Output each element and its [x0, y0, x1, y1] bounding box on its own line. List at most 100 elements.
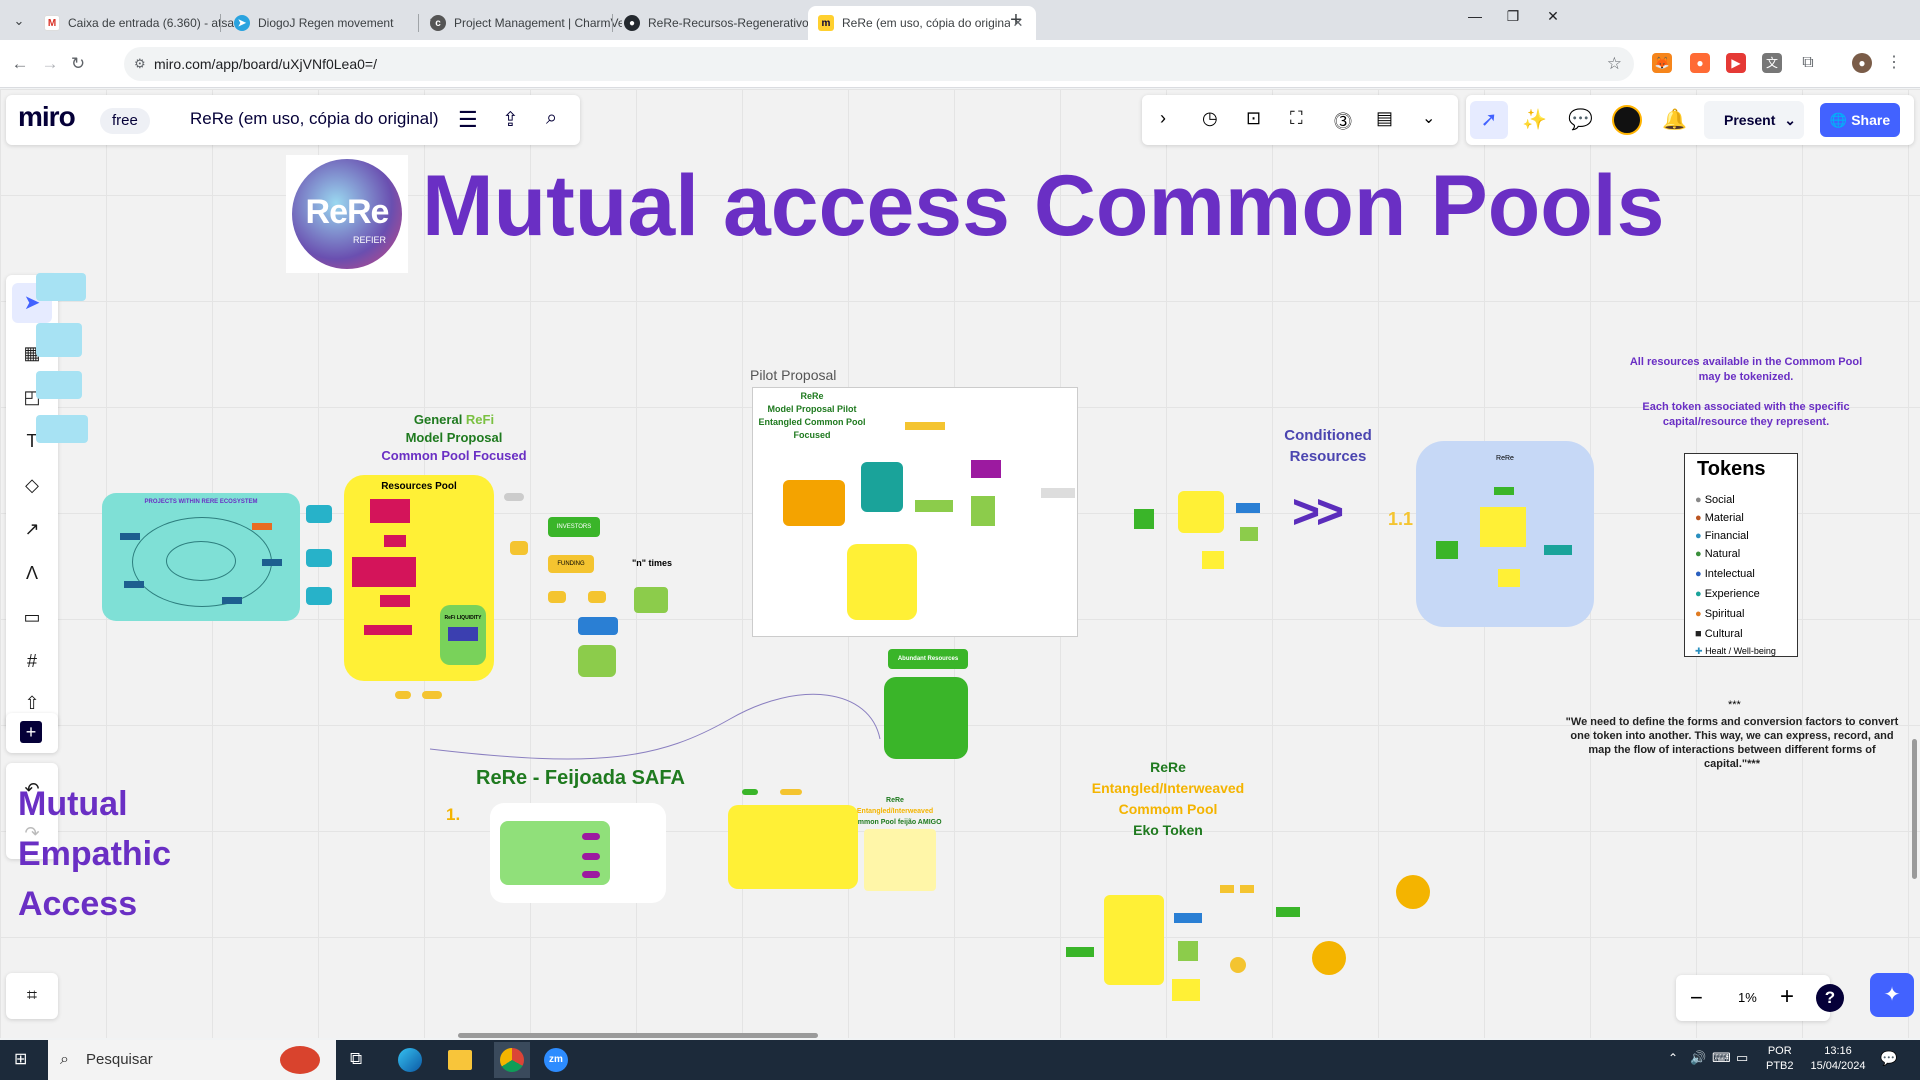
hamburger-menu-icon[interactable]: ☰ — [458, 107, 478, 132]
connector-node[interactable] — [588, 591, 606, 603]
eko-token-diagram[interactable] — [1062, 869, 1302, 1009]
arrows-label[interactable]: >> — [1292, 486, 1344, 539]
conditioned-resources-label[interactable]: Conditioned Resources — [1284, 427, 1372, 465]
forward-icon[interactable]: → — [41, 54, 59, 73]
connector-node[interactable] — [510, 541, 528, 555]
notification-center-icon[interactable]: 💬 — [1880, 1050, 1898, 1066]
n-times-label[interactable]: "n" times — [632, 558, 673, 568]
tab-github[interactable]: ● ReRe-Recursos-Regenerativos/C ✕ — [614, 6, 842, 40]
connector-line-icon[interactable]: ↗ — [24, 519, 40, 539]
tokens-list[interactable]: Tokens ● Social ● Material ● Financial ●… — [1684, 453, 1798, 657]
voting-icon[interactable]: ⊡ — [1246, 108, 1262, 128]
frame-icon[interactable]: # — [26, 651, 37, 671]
frames-panel-button[interactable]: ⌗ — [6, 973, 58, 1019]
help-icon[interactable]: ? — [1816, 984, 1844, 1012]
reactions-icon[interactable]: ✨ — [1522, 109, 1547, 131]
feijao-amigo-heading[interactable]: ReRe Entangled/Interweaved Common Pool f… — [848, 797, 942, 826]
connector-node[interactable] — [306, 505, 332, 523]
present-button[interactable]: Present ⌄ — [1704, 101, 1804, 139]
comment-icon[interactable]: ▭ — [23, 607, 41, 627]
restore-button[interactable]: ❐ — [1506, 8, 1520, 24]
zoom-app-icon[interactable]: zm — [544, 1048, 568, 1072]
rere-logo[interactable]: ReRe REFIER — [286, 155, 408, 273]
comments-icon[interactable]: 💬 — [1568, 109, 1593, 131]
redo-icon[interactable]: ↷ — [24, 823, 40, 843]
volume-icon[interactable]: 🔊 — [1690, 1050, 1707, 1065]
metamask-icon[interactable]: 🦊 — [1652, 53, 1672, 73]
recorder-icon[interactable]: ▶ — [1726, 53, 1746, 73]
step-1-1-label[interactable]: 1.1 — [1388, 509, 1414, 529]
connector-node[interactable] — [395, 691, 411, 699]
eko-token-circle[interactable] — [1396, 875, 1430, 909]
upload-icon[interactable]: ⇧ — [24, 693, 40, 713]
plan-badge[interactable]: free — [100, 108, 150, 134]
network-icon[interactable]: ▭ — [1736, 1050, 1749, 1065]
tab-miro[interactable]: m ReRe (em uso, cópia do original ✕ — [808, 6, 1036, 40]
resources-pool[interactable]: Resources Pool ReFi LIQUIDITY — [344, 475, 494, 681]
connector-node[interactable] — [634, 587, 668, 613]
connector-node[interactable] — [780, 789, 802, 795]
edge-sticky[interactable] — [36, 415, 88, 443]
minimize-button[interactable]: — — [1468, 8, 1482, 24]
text-tool-icon[interactable]: T — [26, 431, 38, 451]
connector-node[interactable] — [742, 789, 758, 795]
projects-within-rere-frame[interactable]: PROJECTS WITHIN RERE ECOSYSTEM — [102, 493, 300, 621]
site-settings-icon[interactable]: ⚙ — [134, 56, 146, 71]
shapes-icon[interactable]: ◇ — [25, 475, 39, 495]
miro-board-canvas[interactable]: miro free ReRe (em uso, cópia do origina… — [0, 89, 1920, 1038]
connector-node[interactable] — [548, 591, 566, 603]
general-refi-heading[interactable]: General ReFi Model Proposal Common Pool … — [381, 412, 527, 463]
share-button[interactable]: 🌐 Share — [1820, 103, 1900, 137]
oko-token-circle[interactable] — [1312, 941, 1346, 975]
undo-icon[interactable]: ↶ — [24, 779, 40, 799]
connector-node[interactable] — [578, 617, 618, 635]
mutual-empathic-access-title[interactable]: Mutual Empathic Access — [18, 785, 172, 923]
bookmark-star-icon[interactable]: ☆ — [1606, 54, 1622, 73]
abundant-resources-group[interactable] — [884, 677, 968, 759]
file-explorer-icon[interactable] — [448, 1050, 472, 1070]
back-icon[interactable]: ← — [11, 54, 29, 73]
language-indicator[interactable]: POR PTB2 — [1766, 1045, 1794, 1072]
pilot-proposal-frame[interactable]: ReRe Model Proposal Pilot Entangled Comm… — [752, 387, 1078, 637]
feijao-amigo-pool[interactable] — [728, 805, 858, 889]
investors-node[interactable]: INVESTORS — [548, 517, 600, 537]
abundant-resources-node[interactable]: Abundant Resources — [888, 649, 968, 669]
new-tab-button[interactable]: + — [1010, 9, 1022, 31]
edge-sticky[interactable] — [36, 273, 86, 301]
cursor-toggle-icon[interactable]: ➚ — [1470, 101, 1508, 139]
counter-icon[interactable]: ⓷ — [1334, 112, 1352, 132]
export-icon[interactable]: ⇪ — [502, 109, 519, 131]
task-view-icon[interactable]: ⧉ — [350, 1049, 363, 1068]
edge-sticky[interactable] — [36, 323, 82, 357]
search-icon[interactable]: ⌕ — [546, 107, 558, 129]
taskbar-search-input[interactable]: ⌕ Pesquisar — [48, 1040, 336, 1080]
feijoada-heading[interactable]: ReRe - Feijoada SAFA — [476, 767, 685, 789]
note-sticky[interactable] — [864, 829, 936, 891]
main-title[interactable]: Mutual access Common Pools — [422, 158, 1665, 254]
entangled-common-pool-heading[interactable]: ReRe Entangled/Interweaved Commom Pool E… — [1091, 759, 1245, 838]
feijoada-frame[interactable] — [490, 803, 666, 903]
notes-icon[interactable]: ▤ — [1376, 108, 1394, 128]
zoom-level[interactable]: 1% — [1738, 990, 1757, 1005]
conversion-quote[interactable]: "We need to define the forms and convers… — [1565, 716, 1899, 770]
asterisks[interactable]: *** — [1728, 699, 1741, 711]
url-input[interactable]: ⚙ miro.com/app/board/uXjVNf0Lea0=/ ☆ — [124, 47, 1634, 81]
windows-start-icon[interactable]: ⊞ — [14, 1051, 28, 1068]
chevron-down-icon[interactable]: ⌄ — [1422, 110, 1436, 127]
notifications-icon[interactable]: 🔔 — [1662, 109, 1687, 131]
conditioned-diagram[interactable] — [1130, 479, 1270, 579]
pilot-proposal-label[interactable]: Pilot Proposal — [750, 367, 837, 383]
connector-node[interactable] — [578, 645, 616, 677]
chevron-right-icon[interactable]: › — [1160, 108, 1166, 128]
vertical-scrollbar[interactable] — [1912, 739, 1917, 879]
funding-node[interactable]: FUNDING — [548, 555, 594, 573]
connector-node[interactable] — [422, 691, 442, 699]
reload-icon[interactable]: ↻ — [70, 54, 86, 73]
edge-icon[interactable] — [398, 1048, 422, 1072]
timer-icon[interactable]: ◷ — [1202, 108, 1218, 128]
screenshot-icon[interactable]: ⛶ — [1290, 108, 1303, 128]
pen-icon[interactable]: Ʌ — [25, 563, 39, 583]
close-window-button[interactable]: ✕ — [1547, 8, 1559, 24]
step-1-label[interactable]: 1. — [446, 805, 461, 824]
edge-sticky[interactable] — [36, 371, 82, 399]
